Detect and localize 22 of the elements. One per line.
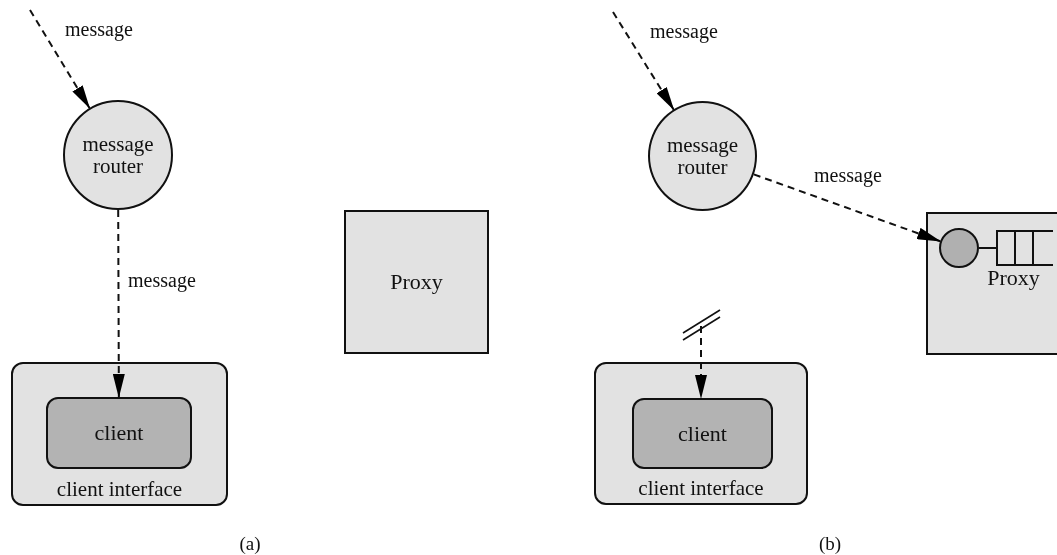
node-label: Proxy xyxy=(987,266,1040,290)
arrow xyxy=(695,325,707,399)
node-label: client xyxy=(94,421,144,445)
panel-label: (a) xyxy=(239,533,261,555)
node-label: client interface xyxy=(638,476,764,499)
arrow xyxy=(612,11,675,111)
rounded-box xyxy=(632,398,773,469)
rounded-box xyxy=(46,397,192,469)
square-box xyxy=(926,212,1057,355)
node-label: client interface xyxy=(56,477,183,500)
panel-label: (b) xyxy=(818,533,842,555)
arrow xyxy=(752,173,942,243)
arrow xyxy=(112,209,125,398)
rounded-box xyxy=(594,362,808,505)
port-circle xyxy=(939,228,979,268)
square-box xyxy=(344,210,489,354)
rounded-box xyxy=(11,362,228,506)
node-label: message router xyxy=(81,132,155,178)
arrow xyxy=(29,9,91,109)
node-label: client xyxy=(678,421,727,446)
node-label: Proxy xyxy=(390,270,443,294)
node-label: message router xyxy=(665,133,740,179)
